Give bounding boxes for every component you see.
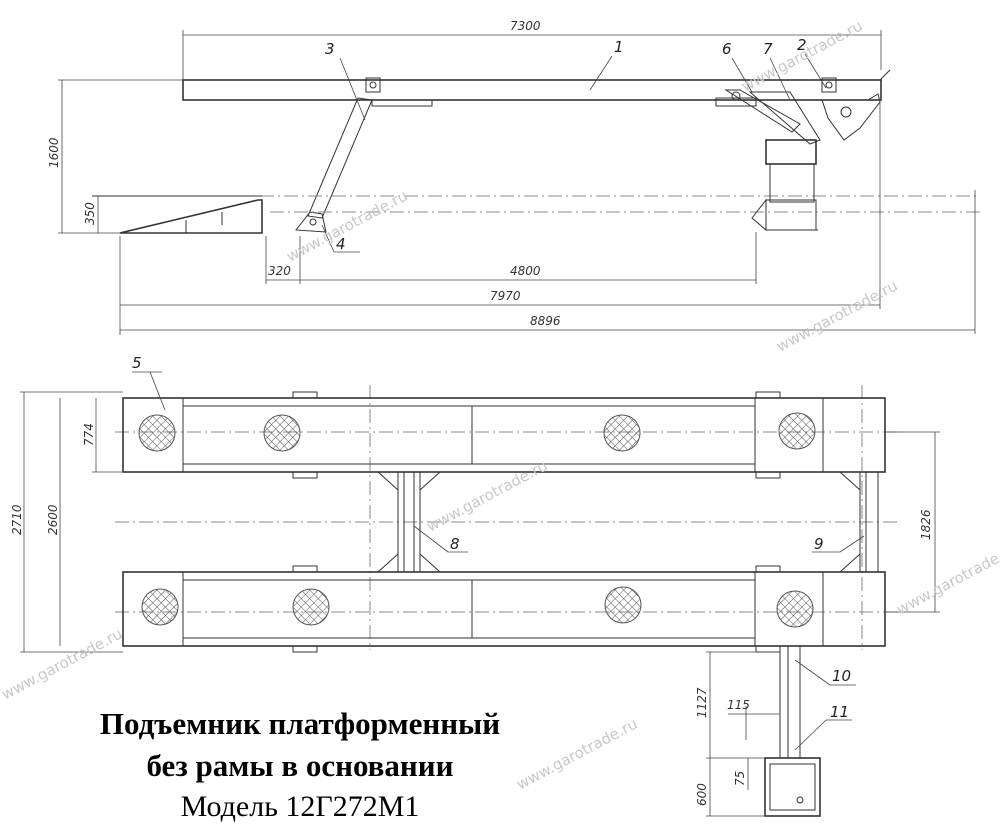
watermark: www.garotrade.ru — [283, 187, 410, 266]
dim-75: 75 — [733, 771, 747, 786]
watermark: www.garotrade.ru — [738, 17, 865, 96]
cross-member-9 — [839, 471, 879, 573]
pad-mesh — [141, 588, 179, 626]
runway-upper — [122, 397, 886, 473]
watermark: www.garotrade.ru — [423, 457, 550, 536]
pad-mesh — [603, 414, 641, 452]
pad-mesh — [778, 412, 816, 450]
dim-774: 774 — [82, 423, 96, 446]
model-label: Модель 12Г272М1 — [180, 789, 420, 823]
dim-1127: 1127 — [695, 687, 709, 718]
callout-4: 4 — [336, 235, 346, 253]
callout-10: 10 — [832, 667, 851, 685]
dim-7970: 7970 — [490, 289, 521, 303]
watermark: www.garotrade.ru — [773, 277, 900, 356]
runway-lower — [122, 571, 886, 647]
dim-8896: 8896 — [530, 314, 561, 328]
callout-9: 9 — [814, 535, 824, 553]
pivot-base — [295, 211, 327, 233]
pad-mesh — [604, 586, 642, 624]
top-view: 2710 2600 774 1826 1127 115 75 600 5 8 9 — [10, 354, 940, 817]
scissor-arm — [307, 97, 373, 219]
dim-7300: 7300 — [510, 19, 541, 33]
drawing-title-block: Подъемник платформенный без рамы в основ… — [40, 703, 560, 827]
dim-2600: 2600 — [46, 504, 60, 535]
cross-member-8 — [377, 471, 441, 573]
callout-2: 2 — [797, 36, 807, 54]
ramp — [119, 199, 263, 234]
dim-115: 115 — [727, 698, 750, 712]
title-line-1: Подъемник платформенный — [99, 706, 501, 741]
side-view: 7300 1600 350 320 4800 7970 8896 3 1 6 7 — [47, 19, 980, 335]
callout-5: 5 — [132, 354, 142, 372]
watermark: www.garotrade.ru — [0, 625, 126, 704]
callout-11: 11 — [830, 703, 849, 721]
dim-2710: 2710 — [10, 504, 24, 535]
column-arm — [779, 645, 801, 759]
pad-mesh — [292, 588, 330, 626]
dim-1600: 1600 — [47, 137, 61, 168]
pad-mesh — [263, 414, 301, 452]
callout-3: 3 — [325, 40, 335, 58]
dim-320: 320 — [268, 264, 291, 278]
dim-600: 600 — [695, 783, 709, 806]
dim-1826: 1826 — [919, 509, 933, 540]
watermark: www.garotrade.ru — [893, 540, 1000, 619]
dim-4800: 4800 — [510, 264, 541, 278]
drive-unit-side — [765, 139, 817, 165]
dim-350: 350 — [83, 202, 97, 225]
pad-mesh — [776, 590, 814, 628]
callout-6: 6 — [722, 40, 732, 58]
control-box — [764, 757, 821, 817]
callout-8: 8 — [450, 535, 460, 553]
platform-beam-side — [182, 79, 882, 101]
callout-7: 7 — [763, 40, 773, 58]
callout-1: 1 — [614, 38, 624, 56]
pad-mesh — [138, 414, 176, 452]
title-line-2: без рамы в основании — [146, 747, 454, 783]
